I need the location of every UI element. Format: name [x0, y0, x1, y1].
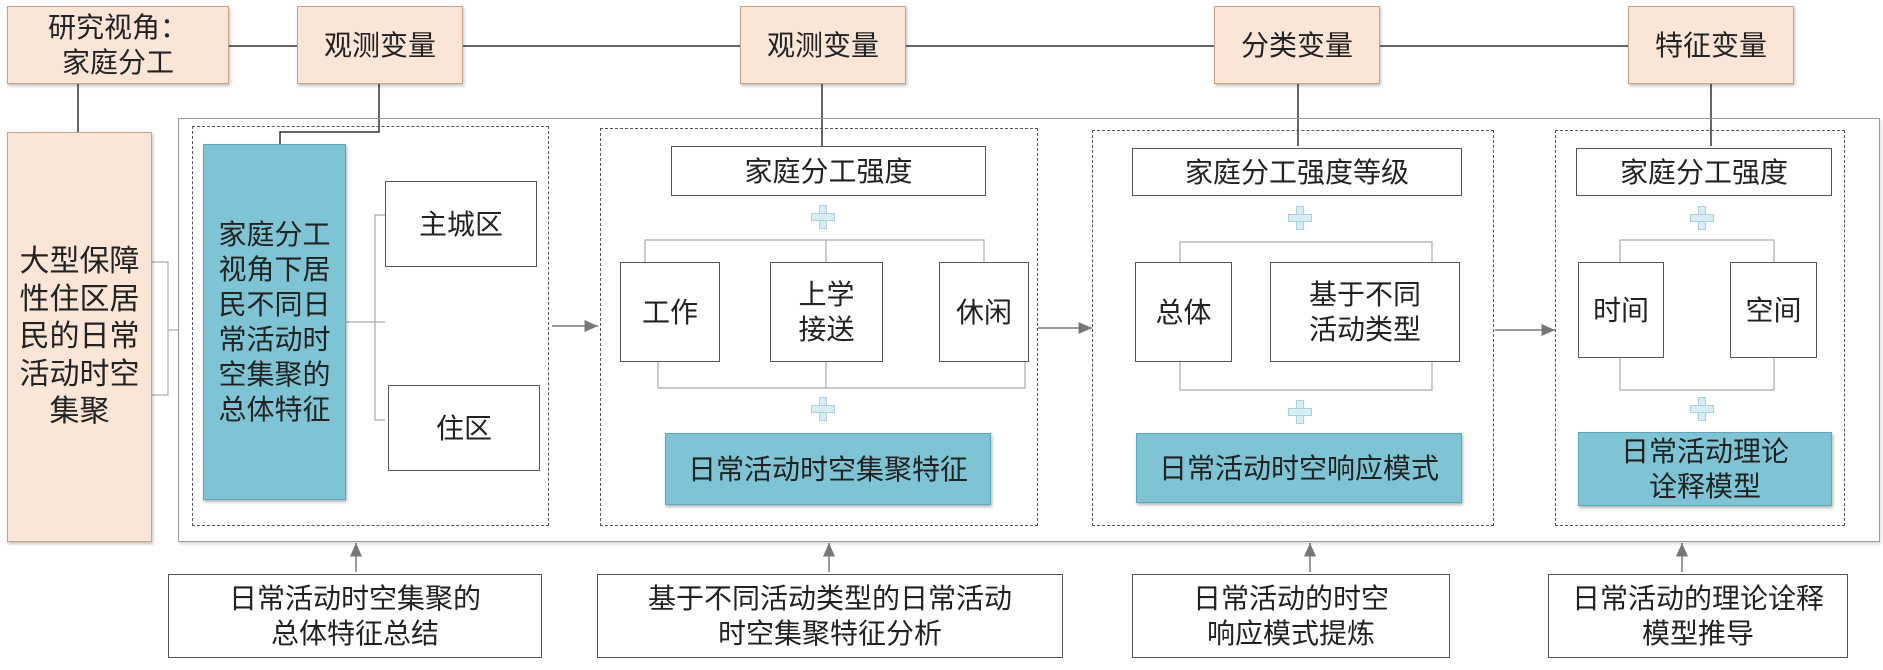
panel-theory-model [1555, 130, 1845, 526]
overall-features-box: 家庭分工 视角下居 民不同日 常活动时 空集聚的 总体特征 [203, 144, 346, 500]
bottom-summary-2: 基于不同活动类型的日常活动 时空集聚特征分析 [597, 574, 1063, 658]
plus-icon [811, 397, 835, 421]
option-residential: 住区 [388, 385, 540, 471]
p4-result: 日常活动理论 诠释模型 [1578, 432, 1832, 506]
p2-result: 日常活动时空集聚特征 [665, 433, 991, 505]
panel-overall-features [192, 126, 549, 526]
framework-frame [178, 118, 1880, 542]
p3-item-overall: 总体 [1135, 262, 1232, 362]
option-main-urban: 主城区 [385, 181, 537, 267]
p3-result: 日常活动时空响应模式 [1136, 433, 1462, 503]
plus-icon [1690, 397, 1714, 421]
research-view-box: 研究视角： 家庭分工 [7, 6, 229, 84]
p4-item-time: 时间 [1578, 262, 1664, 358]
panel-response-mode [1092, 130, 1494, 526]
plus-icon [1690, 206, 1714, 230]
observed-variable-header-2: 观测变量 [740, 6, 906, 84]
p4-item-space: 空间 [1730, 262, 1817, 358]
plus-icon [1288, 206, 1312, 230]
bottom-summary-4: 日常活动的理论诠释 模型推导 [1548, 574, 1848, 658]
p4-header: 家庭分工强度 [1576, 148, 1832, 196]
bottom-summary-3: 日常活动的时空 响应模式提炼 [1132, 574, 1450, 658]
research-object-box: 大型保障 性住区居 民的日常 活动时空 集聚 [7, 132, 152, 542]
plus-icon [1288, 400, 1312, 424]
plus-icon [811, 205, 835, 229]
observed-variable-header-1: 观测变量 [297, 6, 463, 84]
p2-header: 家庭分工强度 [671, 146, 986, 196]
p3-header: 家庭分工强度等级 [1132, 148, 1462, 196]
p2-item-leisure: 休闲 [939, 262, 1029, 362]
feature-variable-header: 特征变量 [1628, 6, 1794, 84]
classification-variable-header: 分类变量 [1214, 6, 1380, 84]
p2-item-school: 上学 接送 [770, 262, 883, 362]
bottom-summary-1: 日常活动时空集聚的 总体特征总结 [168, 574, 542, 658]
panel-activity-clustering [600, 128, 1038, 526]
p2-item-work: 工作 [620, 262, 720, 362]
p3-item-activity-type: 基于不同 活动类型 [1270, 262, 1460, 362]
